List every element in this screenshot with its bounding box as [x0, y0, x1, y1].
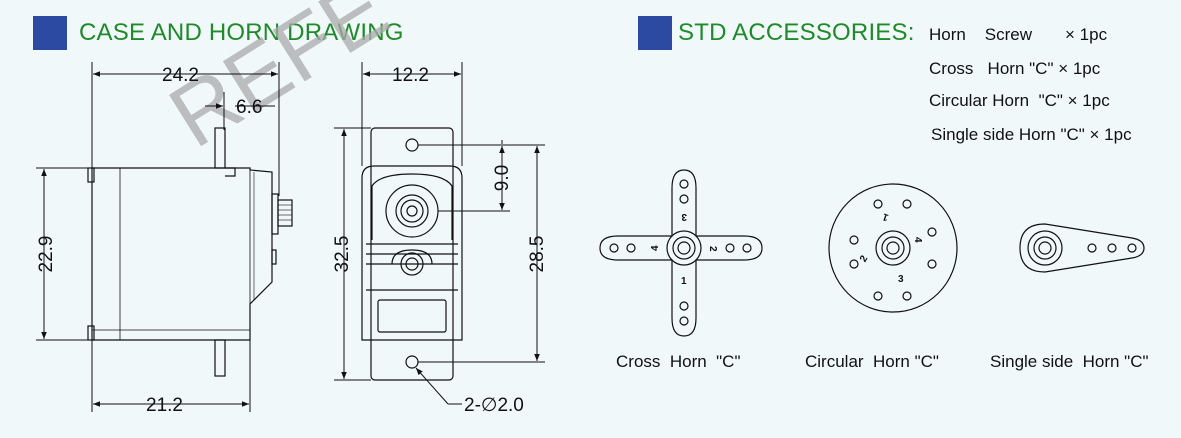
- cross-horn-number-1: 1: [681, 276, 687, 287]
- circular-horn-drawing: [828, 183, 958, 313]
- dim-label-offset: 6.6: [236, 97, 262, 118]
- cross-horn-drawing: [599, 169, 763, 337]
- accessory-item-4: Single side Horn "C" × 1pc: [931, 125, 1132, 144]
- section-marker-square: [33, 16, 67, 50]
- accessories-section-title: STD ACCESSORIES:: [678, 19, 915, 46]
- dim-24-2: [91, 62, 280, 196]
- dim-label-height-mount: 28.5: [527, 236, 548, 273]
- cross-horn-number-2: 2: [707, 246, 718, 252]
- section-marker-square: [638, 16, 672, 50]
- dim-12-2: [361, 62, 463, 166]
- caption-circular-horn: Circular Horn "C": [805, 352, 939, 371]
- dim-label-front-width: 12.2: [392, 65, 429, 86]
- dim-label-height-side: 22.9: [36, 236, 57, 273]
- dim-label-spline-offset: 9.0: [492, 165, 513, 191]
- accessory-item-2: Cross Horn "C" × 1pc: [929, 59, 1101, 78]
- caption-single-side-horn: Single side Horn "C": [990, 352, 1149, 371]
- accessory-item-1: Horn Screw × 1pc: [929, 25, 1108, 44]
- circular-horn-number-4: 4: [912, 237, 923, 243]
- dim-21-2: [91, 340, 251, 412]
- dim-holes-leader: [415, 367, 462, 405]
- circular-horn-number-1: 1: [881, 210, 890, 222]
- caption-cross-horn: Cross Horn "C": [616, 352, 741, 371]
- cross-horn-number-4: 4: [650, 245, 661, 251]
- dim-22-9: [36, 167, 92, 341]
- servo-front-view: [361, 127, 463, 381]
- circular-horn-number-3: 3: [898, 274, 904, 285]
- dim-label-holes: 2-∅2.0: [464, 395, 524, 416]
- dim-9-0: [438, 140, 510, 212]
- accessory-item-3: Circular Horn "C" × 1pc: [929, 91, 1110, 110]
- circular-horn-number-2: 2: [858, 253, 871, 264]
- case-section-title: CASE AND HORN DRAWING: [79, 19, 404, 46]
- dim-6-6: [205, 92, 275, 130]
- dim-label-height-front: 32.5: [332, 236, 353, 273]
- single-side-horn-drawing: [1019, 223, 1145, 273]
- dim-label-width-bottom: 21.2: [146, 395, 183, 416]
- cross-horn-number-3: 3: [681, 211, 687, 222]
- dim-32-5: [334, 127, 371, 381]
- dim-label-width-top: 24.2: [162, 65, 199, 86]
- accessories-section-header: STD ACCESSORIES:: [638, 16, 915, 50]
- case-section-header: CASE AND HORN DRAWING: [33, 16, 404, 50]
- servo-side-view: [87, 127, 293, 377]
- dim-28-5: [418, 144, 545, 363]
